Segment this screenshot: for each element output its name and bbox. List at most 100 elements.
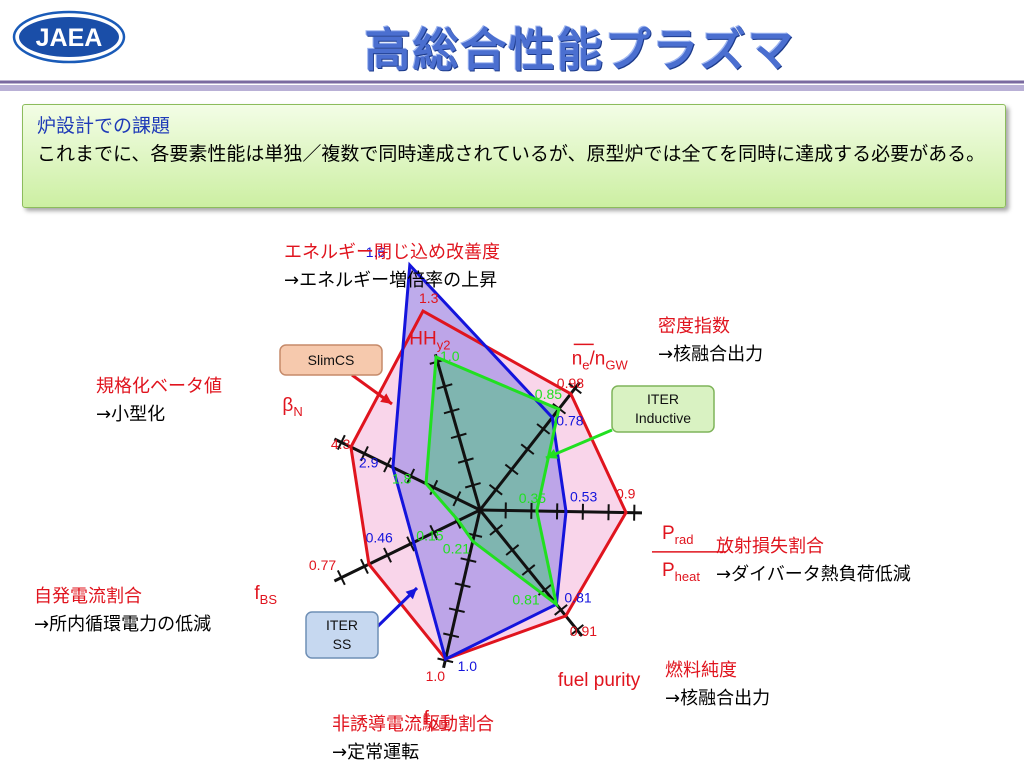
annotation-2-1: →ダイバータ熱負荷低減: [716, 564, 911, 585]
value-label-0-1: 0.98: [557, 375, 584, 391]
callout-box-1: [611, 385, 715, 433]
value-label-1-1: 0.78: [556, 413, 583, 429]
axis-tick-3-3: [521, 564, 536, 576]
info-body: これまでに、各要素性能は単独／複数で同時達成されているが、原型炉では全てを同時に…: [37, 143, 986, 165]
value-label-0-4: 1.0: [426, 668, 446, 684]
axis-label-fbs: fBS: [254, 583, 277, 607]
callout-text-0-0: SlimCS: [308, 352, 355, 368]
value-label-0-6: 4.3: [331, 436, 351, 452]
axis-tick-1-3: [520, 443, 535, 455]
value-label-0-2: 0.9: [616, 486, 636, 502]
value-label-0-0: 1.3: [419, 290, 439, 306]
axis-tick-6-5: [360, 446, 369, 462]
value-label-2-5: 0.15: [416, 528, 443, 544]
axis-tick-0-2: [457, 457, 474, 464]
callout-text-2-0: ITER: [326, 617, 358, 633]
annotation-1-1: →核融合出力: [658, 344, 763, 365]
axis-tick-5-6: [336, 570, 346, 586]
series-line-2: [424, 354, 561, 608]
value-label-2-6: 1.8: [392, 471, 412, 487]
annotation-6-0: 規格化ベータ値: [96, 376, 222, 397]
axis-line-1: [478, 381, 581, 511]
annotation-4-0: 非誘導電流駆動割合: [332, 714, 494, 735]
value-label-1-0: 1.6: [366, 244, 386, 260]
jaea-logo: JAEA: [12, 10, 126, 64]
axis-line-6: [333, 437, 481, 512]
annotation-0-1: →エネルギー増倍率の上昇: [284, 270, 497, 291]
callout-arrowhead-2: [405, 588, 417, 600]
value-label-1-5: 0.46: [366, 529, 393, 545]
callout-text-1-0: ITER: [647, 391, 679, 407]
annotation-3-1: →核融合出力: [665, 688, 770, 709]
callout-arrowhead-1: [546, 449, 558, 459]
axis-tick-0-3: [450, 432, 467, 440]
axis-label-pheat: Pheat: [662, 560, 700, 584]
callout-text-1-1: Inductive: [635, 410, 691, 426]
annotation-3-0: 燃料純度: [665, 660, 737, 681]
axis-tick-5-5: [360, 558, 369, 574]
annotation-4-1: →定常運転: [332, 742, 419, 763]
logo-text: JAEA: [36, 24, 103, 52]
axis-tick-5-2: [429, 524, 439, 541]
axis-tick-3-5: [554, 604, 568, 616]
header-rule: [0, 80, 1024, 91]
annotation-6-1: →小型化: [96, 404, 165, 425]
axis-tick-0-1: [464, 482, 481, 489]
axis-tick-0-5: [436, 383, 453, 390]
callout-box-2: [305, 611, 379, 659]
value-label-2-0: 1.0: [440, 348, 460, 364]
callout-box-0: [279, 344, 383, 376]
value-label-2-3: 0.81: [512, 591, 539, 607]
axis-tick-1-1: [488, 484, 503, 496]
value-label-1-2: 0.53: [570, 489, 597, 505]
axis-label-betan: βN: [282, 395, 302, 419]
axis-line-0: [433, 353, 482, 511]
callout-arrow-1: [545, 428, 613, 460]
annotation-5-0: 自発電流割合: [34, 586, 142, 607]
value-label-1-6: 2.9: [359, 455, 379, 471]
series-line-0: [349, 309, 628, 661]
axis-tick-5-3: [406, 536, 416, 552]
axis-tick-6-4: [383, 457, 392, 473]
axis-line-5: [333, 508, 481, 583]
callout-text-2-1: SS: [333, 636, 352, 652]
callout-arrowhead-0: [380, 393, 392, 404]
axis-label-hh: HHy2: [409, 328, 450, 352]
value-label-0-3: 0.91: [570, 623, 597, 639]
axis-tick-3-2: [505, 544, 520, 556]
axis-tick-6-1: [452, 491, 462, 507]
axis-tick-1-2: [504, 463, 519, 476]
axis-label-prad: Prad: [662, 523, 693, 547]
value-label-2-2: 0.35: [519, 490, 546, 506]
axis-label-fuel-purity: fuel purity: [558, 670, 641, 691]
info-title: 炉設計での課題: [37, 115, 171, 137]
axis-label-fcd: fCD: [424, 708, 448, 732]
axis-tick-3-1: [489, 524, 504, 536]
axis-line-2: [479, 508, 643, 515]
value-label-1-4: 1.0: [458, 658, 478, 674]
axis-tick-0-4: [443, 407, 460, 415]
axis-tick-6-2: [429, 479, 439, 496]
axis-line-4: [442, 509, 482, 669]
axis-tick-4-2: [460, 557, 477, 563]
value-label-1-3: 0.81: [564, 589, 591, 605]
axis-tick-6-6: [336, 434, 346, 450]
page-title: 高総合性能プラズマ: [364, 23, 796, 77]
axis-tick-1-4: [536, 423, 551, 435]
design-issue-box: 炉設計での課題 これまでに、各要素性能は単独／複数で同時達成されているが、原型炉…: [22, 104, 1006, 208]
value-label-2-1: 0.85: [535, 386, 562, 402]
value-label-2-4: 0.21: [443, 540, 470, 556]
axis-tick-4-3: [454, 582, 471, 588]
axis-tick-3-6: [570, 624, 584, 636]
axis-label-density: ne/nGW: [572, 348, 629, 372]
axis-tick-4-5: [443, 632, 460, 639]
axis-tick-1-6: [568, 382, 582, 395]
value-label-0-5: 0.77: [309, 557, 336, 573]
annotation-0-0: エネルギー閉じ込め改善度: [284, 242, 500, 263]
annotation-1-0: 密度指数: [658, 316, 730, 337]
annotation-5-1: →所内循環電力の低減: [34, 614, 211, 635]
axis-tick-6-3: [406, 468, 416, 484]
axis-tick-4-4: [448, 607, 465, 613]
annotation-2-0: 放射損失割合: [716, 536, 824, 557]
